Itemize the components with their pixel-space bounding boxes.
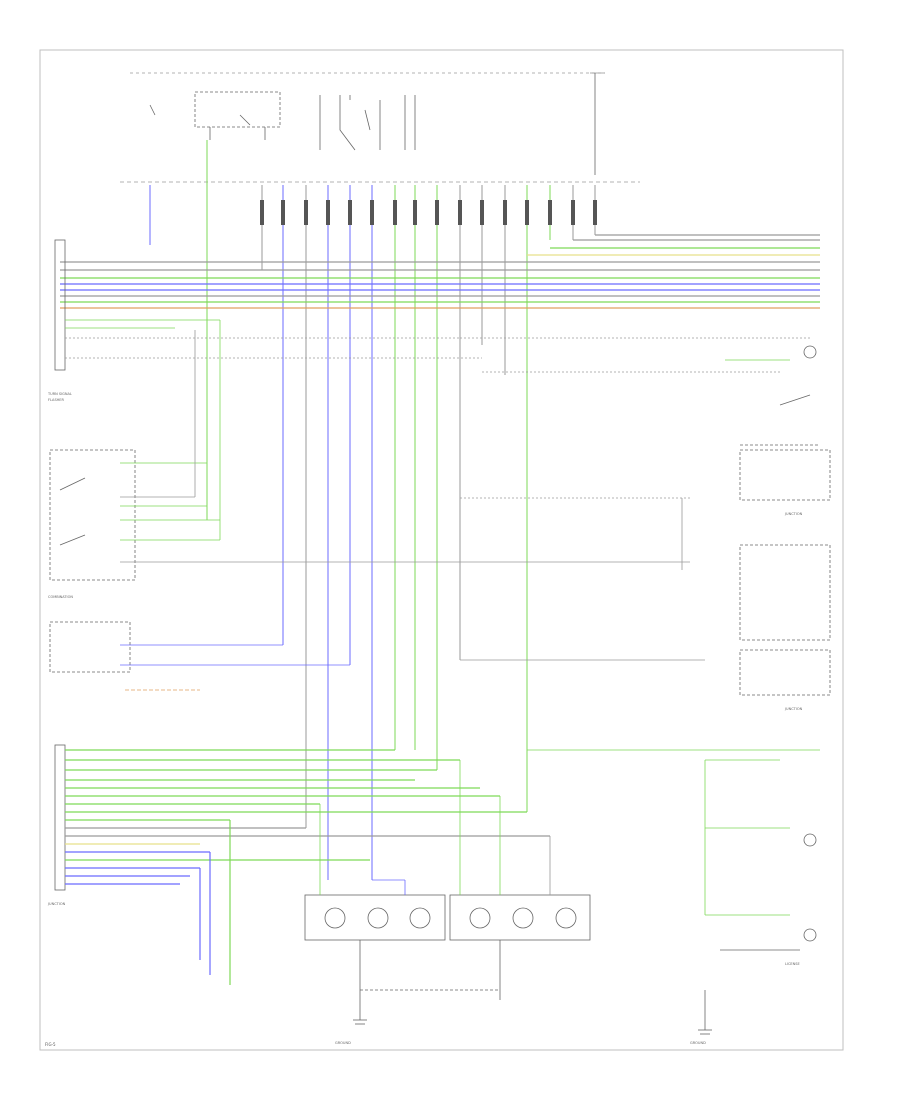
bottom-left-caption: JUNCTION [47, 902, 66, 906]
right-side-connectors [460, 337, 831, 1035]
right-lamp-caption: LICENSE [785, 962, 800, 966]
bottom-ground-caption: GROUND [335, 1041, 351, 1045]
relay-box [149, 73, 596, 175]
left-connector-block [54, 239, 482, 371]
left-block-caption-2: FLASHER [48, 398, 65, 402]
right-ground-caption: GROUND [690, 1041, 706, 1045]
diagram-frame [39, 49, 844, 1051]
figure-id: FIG-5 [45, 1042, 56, 1047]
horizontal-bus-bundle [60, 234, 820, 309]
vertical-wires [149, 140, 596, 880]
connector-pins [260, 200, 597, 225]
combination-switch [49, 320, 690, 581]
tail-lamp-modules [304, 760, 591, 1025]
brake-switches [49, 621, 350, 691]
bottom-left-junction [54, 744, 550, 985]
right-connector-caption-1: JUNCTION [784, 512, 803, 516]
left-block-caption: TURN SIGNAL [47, 392, 72, 396]
right-connector-caption-2: JUNCTION [784, 707, 803, 711]
combination-switch-caption: COMBINATION [48, 595, 73, 599]
